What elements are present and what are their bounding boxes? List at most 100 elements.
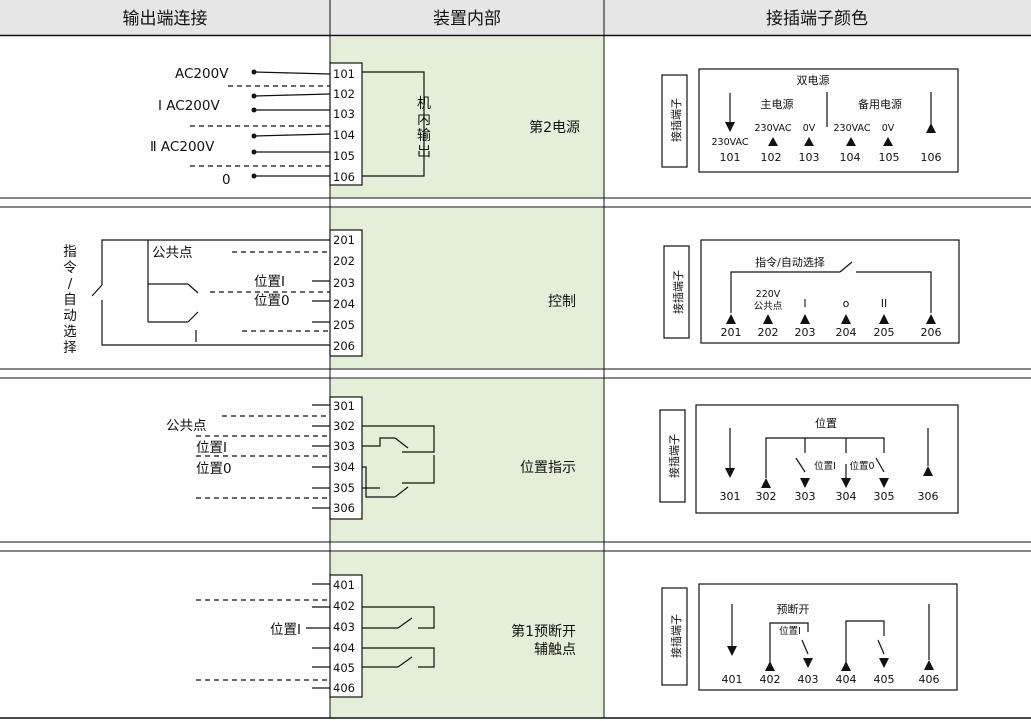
terminal-304: 304	[333, 460, 355, 474]
right1-v-0b: 0V	[882, 123, 895, 134]
terminal-block-3	[329, 396, 363, 520]
terminal-303: 303	[333, 439, 355, 453]
right1-v-main: 230VAC	[755, 123, 792, 134]
header-output-connection: 输出端连接	[123, 9, 208, 29]
right2-common: 公共点	[754, 301, 783, 312]
right2-mark-o: o	[843, 297, 850, 310]
section-4: 401 402 403 404 405 406 位置I 第1预断开 辅触点 接插…	[196, 574, 958, 698]
terminal-103: 103	[333, 107, 355, 121]
right4-num-405: 405	[874, 673, 895, 686]
right1-backup: 备用电源	[858, 97, 902, 111]
label-common-2: 公共点	[152, 245, 193, 261]
right1-num-104: 104	[840, 151, 861, 164]
terminal-101: 101	[333, 67, 355, 81]
terminal-403: 403	[333, 620, 355, 634]
right3-pos1: 位置I	[814, 460, 836, 472]
right2-title: 指令/自动选择	[755, 255, 825, 269]
socket-label-3: 接插端子	[667, 434, 681, 478]
right4-title: 预断开	[777, 602, 810, 616]
device-title-2nd-power: 第2电源	[529, 119, 580, 136]
right2-v: 220V	[756, 289, 781, 300]
terminal-205: 205	[333, 318, 355, 332]
section-3: 301 302 303 304 305 306 公共点 位置I 位置0 位置指示…	[166, 396, 959, 520]
label-pos0-2: 位置0	[254, 293, 290, 309]
device-title-control: 控制	[548, 294, 576, 310]
right1-title: 双电源	[797, 73, 830, 87]
terminal-406: 406	[333, 681, 355, 695]
right2-num-201: 201	[721, 326, 742, 339]
right3-pos0: 位置0	[849, 460, 874, 472]
label-zero: 0	[222, 172, 231, 188]
side-label-c5: 动	[63, 308, 77, 324]
internal-output-2: 内	[417, 112, 431, 128]
device-title-pre-break-1: 第1预断开	[511, 623, 576, 640]
terminal-202: 202	[333, 254, 355, 268]
right1-v-0a: 0V	[803, 123, 816, 134]
terminal-203: 203	[333, 276, 355, 290]
right3-num-305: 305	[874, 490, 895, 503]
internal-output-3: 输	[417, 128, 431, 144]
device-background-4	[330, 552, 604, 717]
right1-num-103: 103	[799, 151, 820, 164]
internal-output-4: 出	[417, 144, 431, 160]
right3-num-303: 303	[795, 490, 816, 503]
socket-label-1: 接插端子	[669, 98, 683, 142]
terminal-block-4	[329, 574, 363, 698]
side-label-c4: 自	[63, 292, 77, 308]
right4-num-403: 403	[798, 673, 819, 686]
terminal-302: 302	[333, 419, 355, 433]
header-background	[0, 0, 1031, 35]
socket-label-2: 接插端子	[671, 270, 685, 314]
label-pos1-2: 位置I	[254, 274, 285, 290]
label-common-3: 公共点	[166, 418, 207, 434]
device-background-1	[330, 37, 604, 198]
device-title-position: 位置指示	[520, 460, 576, 476]
internal-output-1: 机	[417, 96, 431, 112]
side-label-c7: 择	[63, 340, 77, 356]
terminal-106: 106	[333, 170, 355, 184]
right1-v-left: 230VAC	[712, 137, 749, 148]
right4-num-406: 406	[919, 673, 940, 686]
label-pos1-4: 位置I	[270, 622, 301, 638]
right4-num-402: 402	[760, 673, 781, 686]
right2-mark-ii: II	[881, 297, 888, 310]
terminal-206: 206	[333, 339, 355, 353]
label-pos1-3: 位置I	[196, 440, 227, 456]
section-2: 201 202 203 204 205 206 指 令 / 自 动 选 择 公共…	[63, 229, 960, 357]
right1-num-102: 102	[761, 151, 782, 164]
right4-pos1: 位置I	[779, 625, 801, 637]
right4-num-404: 404	[836, 673, 857, 686]
right3-num-306: 306	[918, 490, 939, 503]
right1-num-105: 105	[879, 151, 900, 164]
terminal-201: 201	[333, 233, 355, 247]
right2-num-204: 204	[836, 326, 857, 339]
terminal-block-1	[329, 62, 363, 186]
terminal-401: 401	[333, 578, 355, 592]
right2-num-206: 206	[921, 326, 942, 339]
terminal-402: 402	[333, 599, 355, 613]
terminal-404: 404	[333, 641, 355, 655]
side-label-c3: /	[68, 276, 73, 292]
side-label-c1: 指	[63, 244, 77, 260]
right2-num-205: 205	[874, 326, 895, 339]
right2-num-202: 202	[758, 326, 779, 339]
section-1: 101 102 103 104 105 106 AC200V Ⅰ AC200V …	[150, 62, 959, 188]
header-device-internal: 装置内部	[433, 9, 501, 29]
terminal-306: 306	[333, 501, 355, 515]
label-pos0-3: 位置0	[196, 461, 232, 477]
right4-num-401: 401	[722, 673, 743, 686]
right1-num-101: 101	[720, 151, 741, 164]
terminal-405: 405	[333, 661, 355, 675]
right1-num-106: 106	[921, 151, 942, 164]
device-title-pre-break-2: 辅触点	[534, 642, 576, 658]
label-ac200v: AC200V	[175, 66, 229, 82]
right3-num-302: 302	[756, 490, 777, 503]
side-label-c2: 令	[63, 260, 77, 276]
label-i-ac200v: Ⅰ AC200V	[158, 98, 220, 114]
terminal-301: 301	[333, 399, 355, 413]
device-background-2	[330, 208, 604, 368]
terminal-104: 104	[333, 128, 355, 142]
terminal-105: 105	[333, 149, 355, 163]
